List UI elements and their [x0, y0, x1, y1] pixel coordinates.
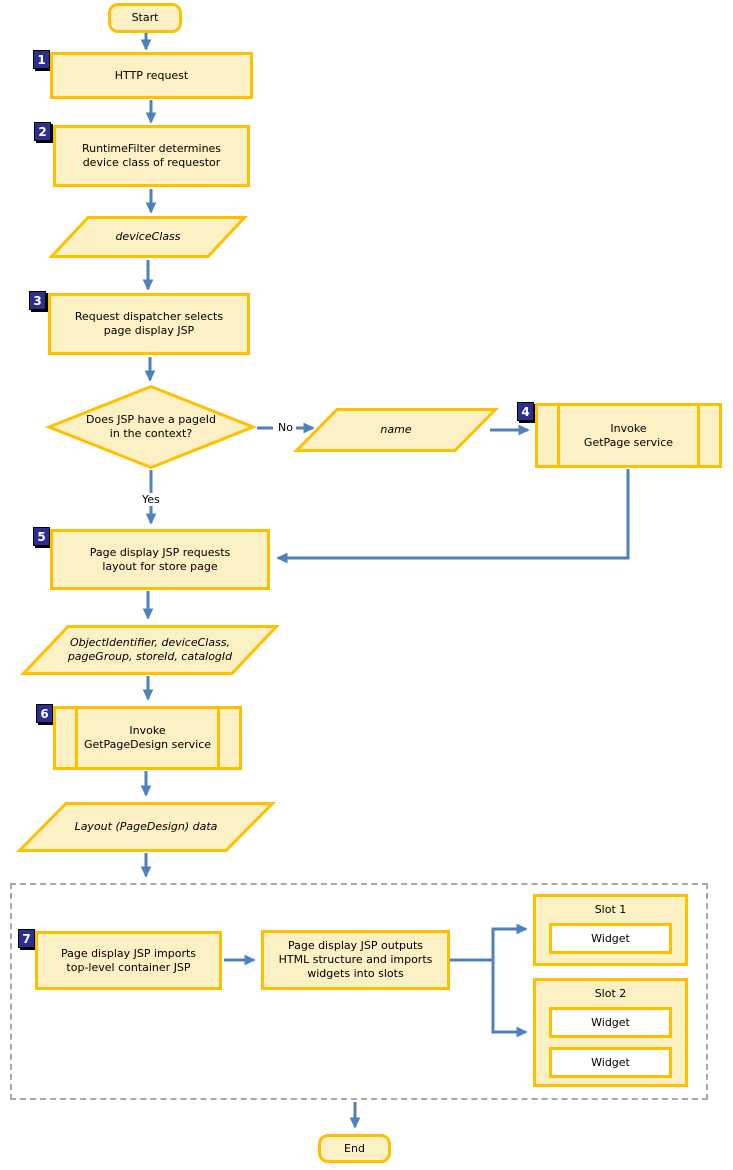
step-badge-4: 4: [517, 402, 534, 421]
predefined-bar-left: [75, 709, 78, 767]
predefined-bar-left: [557, 406, 560, 465]
start-node: Start: [108, 3, 182, 33]
widget-box: Widget: [549, 1047, 672, 1078]
edge-label-yes: Yes: [140, 493, 162, 506]
data-deviceclass: deviceClass: [48, 216, 248, 258]
step-badge-6: 6: [36, 704, 53, 723]
slot1-title: Slot 1: [594, 903, 627, 916]
predefined-bar-right: [217, 709, 220, 767]
edge-label-no: No: [276, 421, 295, 434]
process-http-request: HTTP request: [50, 52, 253, 99]
slot1-box: Slot 1 Widget: [533, 894, 688, 966]
subprocess-label: Invoke GetPage service: [583, 421, 674, 449]
data-request-params-label: ObjectIdentifier, deviceClass, pageGroup…: [67, 636, 233, 663]
step-badge-5: 5: [33, 527, 50, 546]
predefined-bar-right: [697, 406, 700, 465]
data-request-params: ObjectIdentifier, deviceClass, pageGroup…: [20, 625, 280, 675]
process-runtime-filter: RuntimeFilter determines device class of…: [53, 125, 250, 187]
decision-label: Does JSP have a pageId in the context?: [86, 413, 216, 440]
data-layout-pagedesign: Layout (PageDesign) data: [15, 802, 277, 852]
subprocess-invoke-getpagedesign: Invoke GetPageDesign service: [53, 706, 242, 770]
subprocess-label: Invoke GetPageDesign service: [83, 724, 212, 751]
data-deviceclass-label: deviceClass: [115, 230, 181, 243]
step-badge-2: 2: [34, 122, 51, 141]
process-request-layout: Page display JSP requests layout for sto…: [50, 529, 270, 590]
data-name-label: name: [380, 423, 412, 436]
step-badge-3: 3: [29, 291, 46, 310]
process-output-html: Page display JSP outputs HTML structure …: [261, 930, 450, 990]
widget-box: Widget: [549, 1007, 672, 1038]
process-request-dispatcher: Request dispatcher selects page display …: [48, 293, 250, 355]
process-import-container-jsp: Page display JSP imports top-level conta…: [35, 931, 222, 990]
slot2-box: Slot 2 Widget Widget: [533, 978, 688, 1087]
decision-jsp-pageid: Does JSP have a pageId in the context?: [44, 384, 258, 470]
step-badge-7: 7: [18, 929, 35, 948]
rendering-container: [10, 883, 708, 1100]
widget-box: Widget: [549, 923, 672, 954]
data-layout-label: Layout (PageDesign) data: [74, 820, 218, 833]
step-badge-1: 1: [33, 50, 50, 69]
data-name-param: name: [292, 408, 500, 452]
end-node: End: [318, 1134, 391, 1163]
subprocess-invoke-getpage: Invoke GetPage service: [535, 403, 722, 468]
slot2-title: Slot 2: [594, 987, 627, 1000]
